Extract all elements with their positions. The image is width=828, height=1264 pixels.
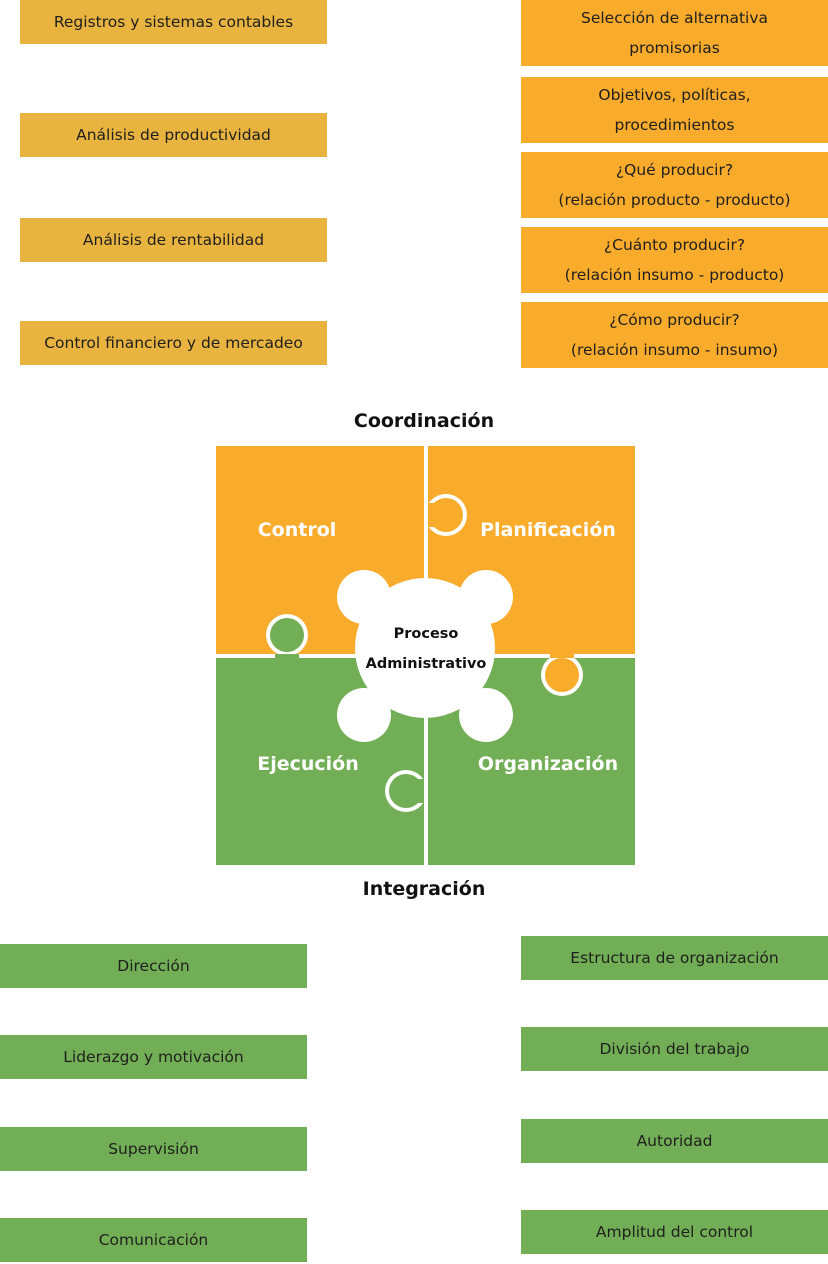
label-control: Control xyxy=(258,519,337,541)
planning-item-what: ¿Qué producir?(relación producto - produ… xyxy=(521,152,828,218)
center-hub xyxy=(337,570,513,742)
integration-heading: Integración xyxy=(362,878,486,900)
execution-item-communication: Comunicación xyxy=(0,1218,307,1262)
organization-item-span: Amplitud del control xyxy=(521,1210,828,1254)
center-label-line1: Proceso xyxy=(394,626,459,642)
planning-item-objectives: Objetivos, políticas,procedimientos xyxy=(521,77,828,143)
organization-item-authority: Autoridad xyxy=(521,1119,828,1163)
planning-item-how: ¿Cómo producir?(relación insumo - insumo… xyxy=(521,302,828,368)
execution-item-supervision: Supervisión xyxy=(0,1127,307,1171)
label-execution: Ejecución xyxy=(257,753,359,775)
label-organization: Organización xyxy=(478,753,618,775)
control-item-records: Registros y sistemas contables xyxy=(20,0,327,44)
control-item-profitability: Análisis de rentabilidad xyxy=(20,218,327,262)
execution-item-direction: Dirección xyxy=(0,944,307,988)
organization-item-division: División del trabajo xyxy=(521,1027,828,1071)
planning-item-how-much: ¿Cuánto producir?(relación insumo - prod… xyxy=(521,227,828,293)
organization-item-structure: Estructura de organización xyxy=(521,936,828,980)
coordination-heading: Coordinación xyxy=(353,410,495,432)
control-item-productivity: Análisis de productividad xyxy=(20,113,327,157)
label-planning: Planificación xyxy=(480,519,616,541)
execution-item-leadership: Liderazgo y motivación xyxy=(0,1035,307,1079)
control-item-financial: Control financiero y de mercadeo xyxy=(20,321,327,365)
center-label-line2: Administrativo xyxy=(366,656,487,672)
